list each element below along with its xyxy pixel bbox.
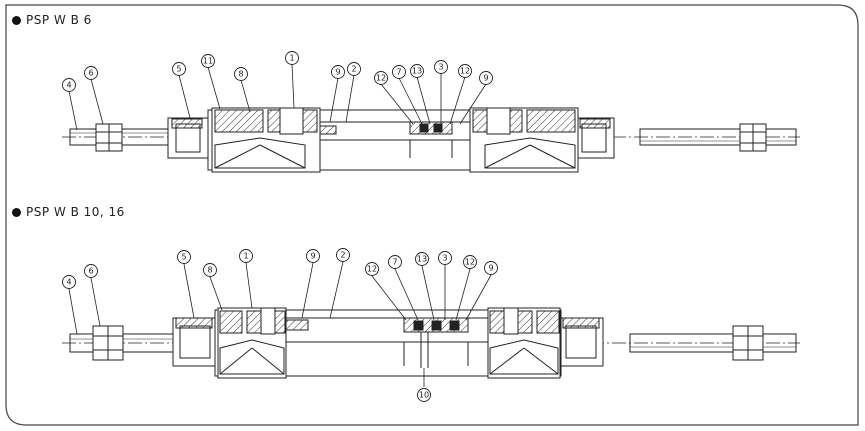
svg-text:12: 12 [367,265,377,274]
callout-2: 2 [336,248,350,262]
svg-text:1: 1 [243,252,248,261]
svg-text:3: 3 [438,63,443,72]
svg-text:13: 13 [412,67,422,76]
svg-text:5: 5 [176,65,181,74]
callout-8: 8 [203,263,217,277]
callout-7: 7 [392,65,406,79]
svg-text:3: 3 [442,254,447,263]
callout-1: 1 [285,51,299,65]
callout-12b: 12 [463,255,477,269]
svg-text:10: 10 [419,391,429,400]
svg-text:9: 9 [483,74,488,83]
callout-11: 11 [201,54,215,68]
svg-text:4: 4 [66,81,71,90]
callouts-diagram-1 [68,63,487,131]
bullet-dot-icon [12,16,21,25]
svg-text:12: 12 [460,67,470,76]
callout-1: 1 [239,249,253,263]
diagram-psp-wb10-16 [62,307,800,379]
svg-text:9: 9 [488,264,493,273]
diagram-title-psp-wb6: PSP W B 6 [12,13,92,27]
callout-9b: 9 [484,261,498,275]
svg-text:8: 8 [207,266,212,275]
callout-6: 6 [84,264,98,278]
svg-text:6: 6 [88,69,93,78]
callout-10: 10 [417,388,431,402]
drawing-frame [5,4,859,426]
svg-text:2: 2 [340,251,345,260]
rod-right [639,128,797,146]
svg-text:7: 7 [396,68,401,77]
callout-3: 3 [434,60,448,74]
callout-9b: 9 [479,71,493,85]
callout-2: 2 [347,62,361,76]
diagram-psp-wb6 [62,107,800,173]
callout-5: 5 [177,250,191,264]
svg-text:4: 4 [66,278,71,287]
callout-6: 6 [84,66,98,80]
callout-9: 9 [331,65,345,79]
callout-12: 12 [365,262,379,276]
svg-text:12: 12 [376,74,386,83]
callout-12: 12 [374,71,388,85]
svg-text:13: 13 [417,255,427,264]
svg-text:8: 8 [238,70,243,79]
bullet-dot-icon [12,208,21,217]
rod-right [629,333,797,353]
callouts-diagram-2 [68,261,492,387]
svg-text:1: 1 [289,54,294,63]
callout-4: 4 [62,275,76,289]
seal-cluster [409,121,453,135]
callout-7: 7 [388,255,402,269]
diagram-title-psp-wb10-16: PSP W B 10, 16 [12,205,125,219]
svg-text:2: 2 [351,65,356,74]
callout-12b: 12 [458,64,472,78]
callout-3: 3 [438,251,452,265]
callout-9: 9 [306,249,320,263]
svg-text:11: 11 [203,57,213,66]
svg-text:9: 9 [310,252,315,261]
callout-13: 13 [410,64,424,78]
callout-5: 5 [172,62,186,76]
callout-4: 4 [62,78,76,92]
svg-text:9: 9 [335,68,340,77]
svg-text:12: 12 [465,258,475,267]
svg-text:5: 5 [181,253,186,262]
callouts-diagram-1-labels: 4 6 5 11 8 1 9 2 12 7 13 3 12 9 [62,51,493,92]
callout-8: 8 [234,67,248,81]
svg-text:7: 7 [392,258,397,267]
svg-text:6: 6 [88,267,93,276]
callout-13: 13 [415,252,429,266]
callouts-diagram-2-labels: 4 6 5 8 1 9 2 12 7 13 3 12 9 10 [62,248,498,402]
